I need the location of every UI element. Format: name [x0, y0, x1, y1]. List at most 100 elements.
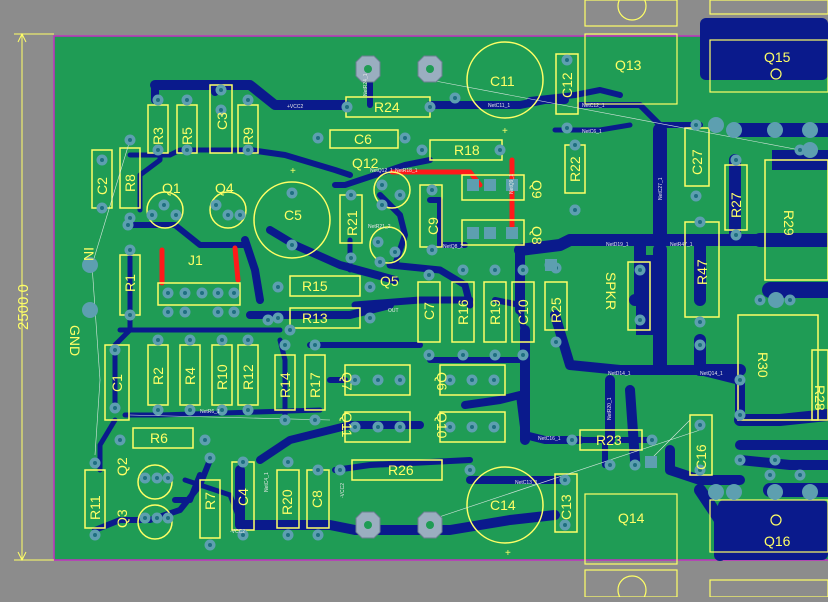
svg-text:+: +: [290, 166, 296, 177]
large-pad[interactable]: [82, 302, 98, 318]
pad-hole: [162, 203, 166, 207]
pad-hole: [128, 216, 132, 220]
label-R22: R22: [567, 156, 583, 182]
square-pad[interactable]: [545, 259, 557, 271]
label-IN: IN: [81, 247, 97, 261]
dimension-label: 2500.0: [15, 284, 32, 330]
net-label: NetR20_1: [607, 397, 613, 420]
square-pad[interactable]: [484, 179, 496, 191]
pad-hole: [453, 96, 457, 100]
pad-hole: [246, 98, 250, 102]
square-pad[interactable]: [506, 179, 518, 191]
label-Q12: Q12: [352, 155, 379, 171]
net-labels: +VCC2 NetC11_1 NetC12_1 NetC6_1 NetQ12_1…: [200, 73, 723, 535]
large-pad[interactable]: [767, 484, 783, 500]
pad-hole: [128, 138, 132, 142]
label-Q1: Q1: [162, 180, 181, 196]
label-Q5: Q5: [380, 273, 399, 289]
pad-hole: [380, 183, 384, 187]
pad-hole: [430, 188, 434, 192]
square-pad[interactable]: [645, 456, 657, 468]
pad-hole: [313, 418, 317, 422]
pad-hole: [290, 191, 294, 195]
label-Q7: Q7: [339, 372, 355, 391]
label-R25: R25: [548, 297, 564, 323]
label-C4: C4: [235, 488, 251, 506]
net-label: NetD19_1: [606, 242, 629, 248]
large-pad[interactable]: [726, 122, 742, 138]
pad-hole: [156, 338, 160, 342]
large-pad[interactable]: [767, 122, 783, 138]
net-label: NetQ9_1: [509, 174, 515, 194]
square-pad[interactable]: [467, 227, 479, 239]
large-pad[interactable]: [802, 484, 818, 500]
large-pad[interactable]: [768, 292, 784, 308]
label-Q3: Q3: [114, 509, 130, 528]
pad-hole: [246, 148, 250, 152]
pad-hole: [573, 143, 577, 147]
large-pad[interactable]: [82, 257, 98, 273]
label-R47: R47: [694, 259, 710, 285]
pad-hole: [565, 58, 569, 62]
pad-hole: [493, 268, 497, 272]
label-R10: R10: [214, 364, 230, 390]
large-pad[interactable]: [708, 484, 724, 500]
pad-hole: [143, 516, 147, 520]
pad-hole: [398, 425, 402, 429]
pad-hole: [100, 158, 104, 162]
large-pad[interactable]: [802, 122, 818, 138]
large-pad[interactable]: [726, 484, 742, 500]
pad-hole: [208, 543, 212, 547]
pad-hole: [734, 233, 738, 237]
large-pad[interactable]: [802, 142, 818, 158]
pad-hole: [633, 463, 637, 467]
copper-traces: [92, 77, 828, 561]
polarity-marks: + + +: [290, 126, 511, 559]
pad-hole: [155, 516, 159, 520]
pad-hole: [232, 310, 236, 314]
pad-hole: [694, 194, 698, 198]
pad-hole: [166, 310, 170, 314]
pad-hole: [128, 248, 132, 252]
label-R21: R21: [344, 210, 360, 236]
pad-hole: [316, 136, 320, 140]
square-pad[interactable]: [484, 227, 496, 239]
pad-hole: [219, 88, 223, 92]
large-pad[interactable]: [708, 117, 724, 133]
pad-hole: [276, 285, 280, 289]
pad-layer: [82, 54, 818, 551]
pad-hole: [208, 456, 212, 460]
pad-hole: [156, 408, 160, 412]
pad-hole: [118, 438, 122, 442]
square-pad[interactable]: [506, 227, 518, 239]
pad-hole: [241, 460, 245, 464]
pad-hole: [188, 338, 192, 342]
pad-hole: [188, 408, 192, 412]
silk-labels: R3 R5 C3 R9 R8 C2 Q1 Q4 C5 J1 IN GND R1 …: [67, 49, 828, 549]
pad-hole: [216, 310, 220, 314]
pad-hole: [698, 423, 702, 427]
label-C1: C1: [109, 374, 125, 392]
net-label: NetR47_1: [670, 242, 693, 248]
pad-hole: [185, 98, 189, 102]
pad-hole: [448, 378, 452, 382]
pad-hole: [246, 408, 250, 412]
pad-hole: [286, 533, 290, 537]
pad-hole: [246, 338, 250, 342]
power-resistor-outlines: [737, 159, 828, 421]
label-GND: GND: [67, 325, 83, 356]
square-pad[interactable]: [467, 179, 479, 191]
label-Q2: Q2: [114, 457, 130, 476]
label-R30: R30: [755, 352, 771, 378]
pad-hole: [266, 318, 270, 322]
pad-hole: [313, 343, 317, 347]
pad-hole: [492, 425, 496, 429]
pad-hole: [316, 533, 320, 537]
label-Q15: Q15: [764, 49, 791, 65]
label-Q10: Q10: [434, 412, 450, 439]
pad-hole: [773, 458, 777, 462]
pad-hole: [288, 328, 292, 332]
pad-hole: [461, 268, 465, 272]
